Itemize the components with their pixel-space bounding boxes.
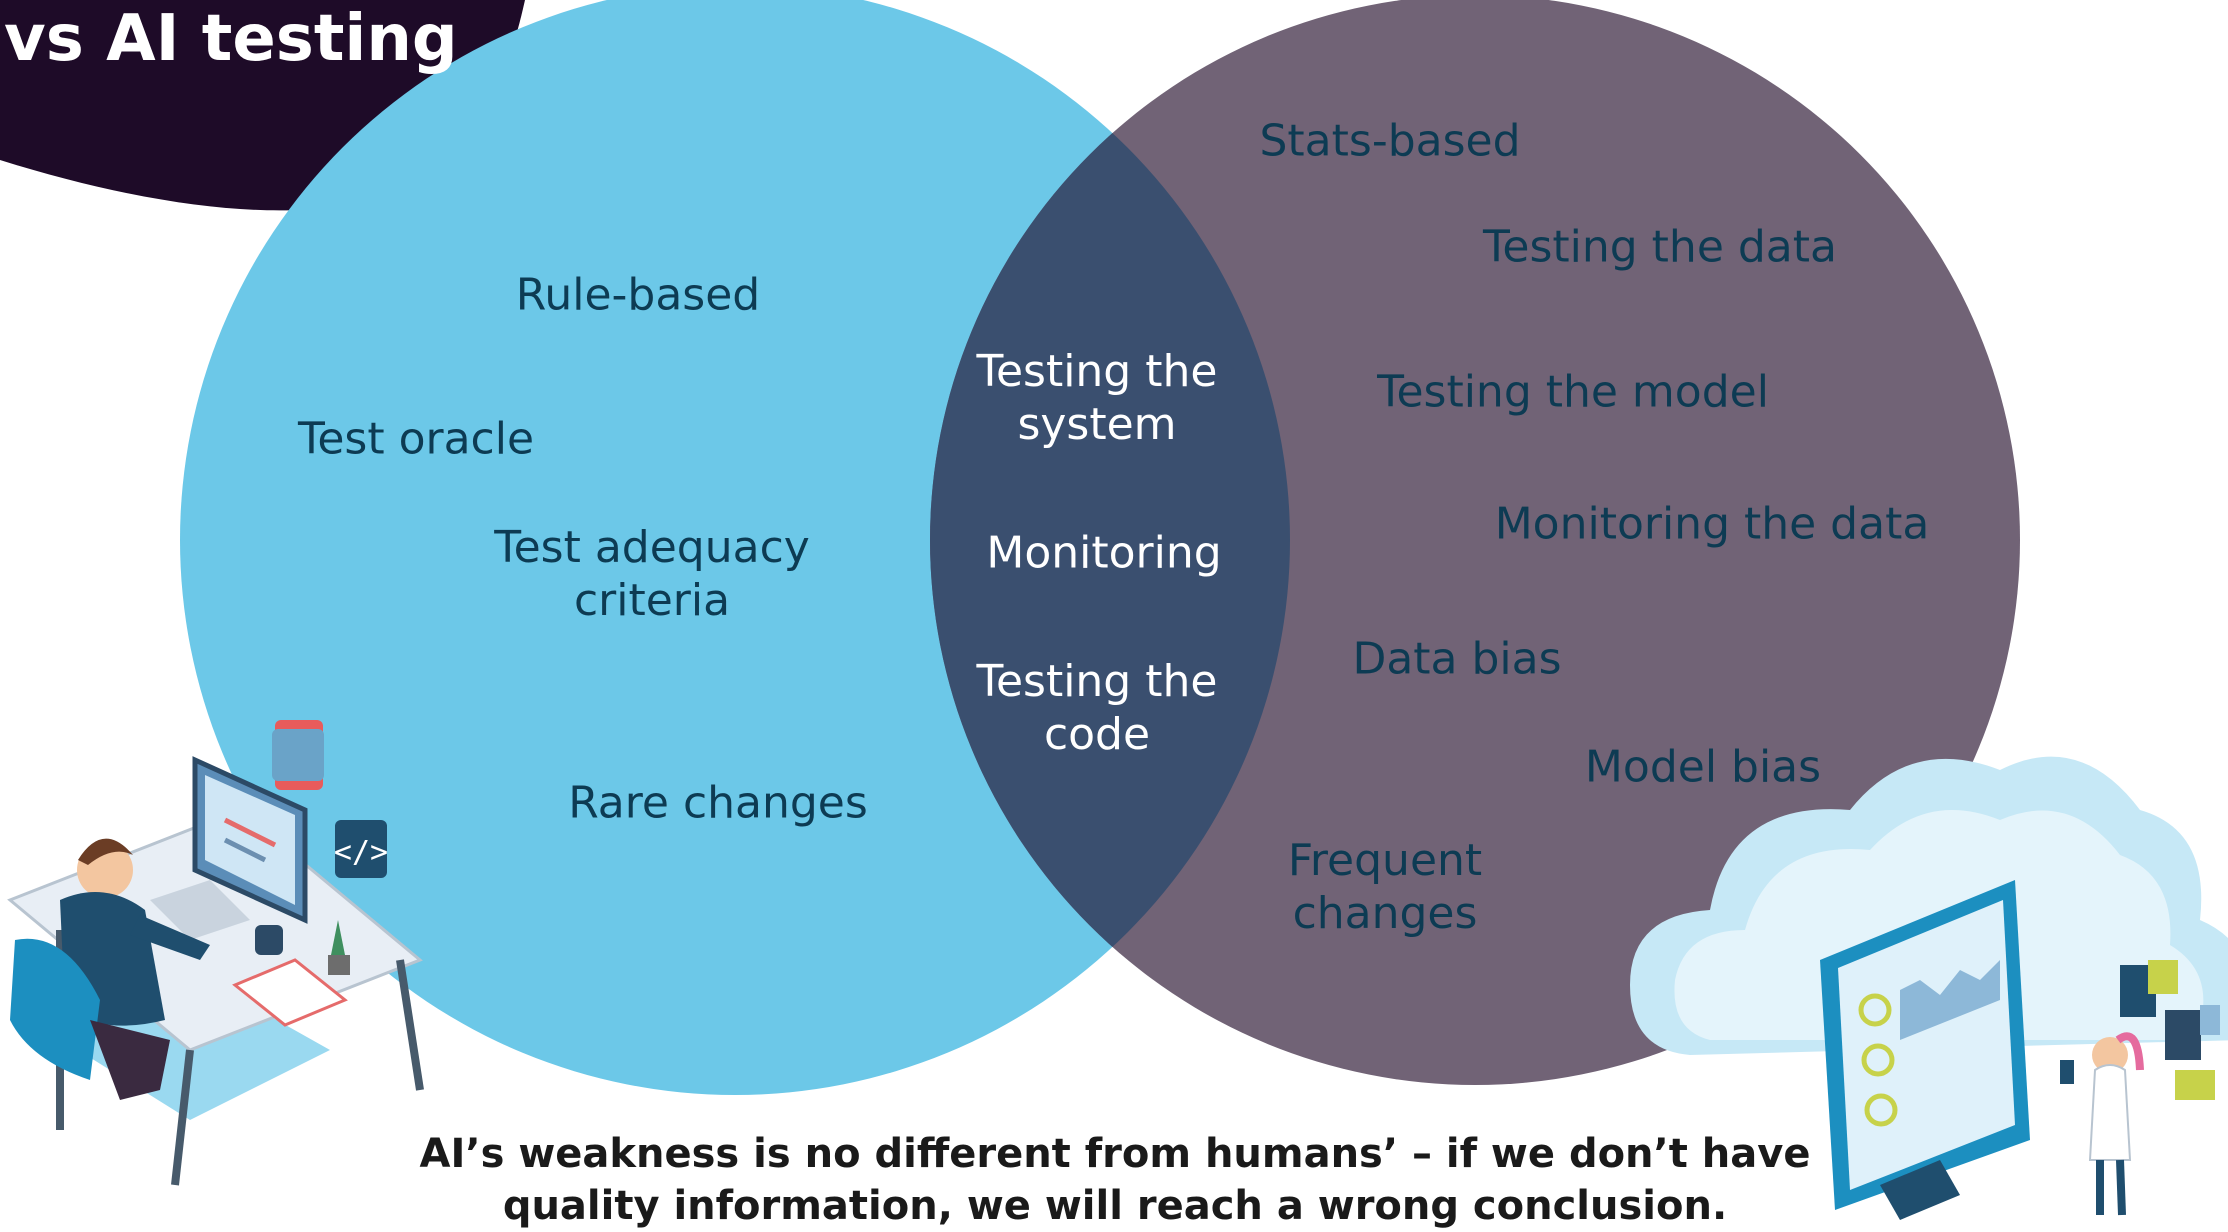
overlap-item-testing-the-code: Testing the code	[976, 656, 1218, 760]
caption-line-1: AI’s weakness is no different from human…	[419, 1131, 1811, 1177]
caption: AI’s weakness is no different from human…	[420, 1128, 1811, 1232]
overlap-region	[930, 0, 1290, 1085]
right-item-frequent-changes: Frequent changes	[1287, 835, 1483, 939]
right-item-testing-the-data: Testing the data	[1483, 221, 1837, 273]
right-item-model-bias: Model bias	[1584, 741, 1822, 793]
developer-illustration: {} </>	[7, 720, 424, 1186]
caption-line-2: quality information, we will reach a wro…	[502, 1183, 1728, 1229]
right-item-data-bias: Data bias	[1352, 633, 1562, 685]
right-item-testing-the-model: Testing the model	[1377, 366, 1769, 418]
left-item-test-oracle: Test oracle	[297, 413, 535, 465]
overlap-item-monitoring: Monitoring	[986, 527, 1222, 579]
overlap-item-testing-the-system: Testing the system	[976, 346, 1218, 450]
left-item-rule-based: Rule-based	[515, 269, 761, 321]
left-item-test-adequacy-criteria: Test adequacy criteria	[494, 522, 810, 626]
right-item-stats-based: Stats-based	[1259, 115, 1521, 167]
svg-text:</>: </>	[334, 835, 388, 870]
left-item-rare-changes: Rare changes	[568, 777, 868, 829]
cloud-dashboard-illustration	[1630, 756, 2228, 1220]
page-title: vs AI testing	[4, 2, 458, 76]
right-item-monitoring-the-data: Monitoring the data	[1494, 498, 1930, 550]
